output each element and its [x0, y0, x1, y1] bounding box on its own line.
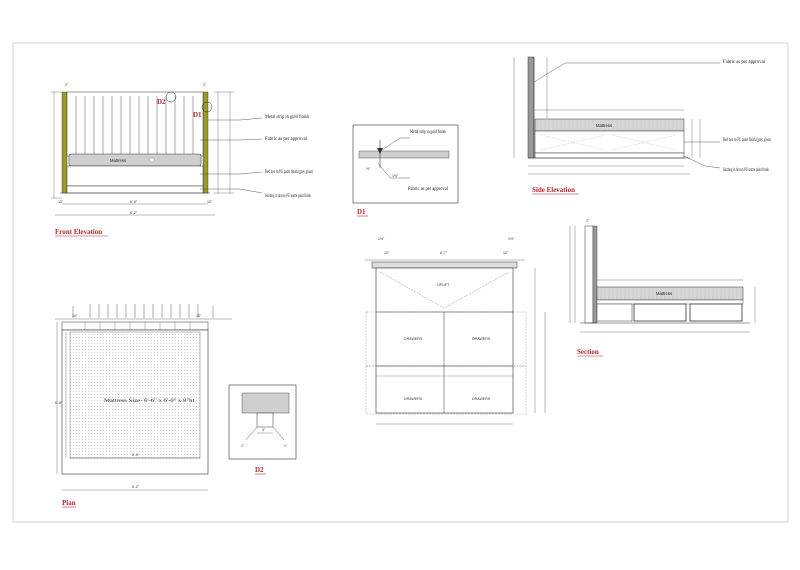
plan-dim-inner-width: 6'-0": [132, 453, 140, 457]
side-headboard: [527, 56, 535, 159]
title-d1: D1: [357, 208, 366, 216]
svg-text:1½": 1½": [392, 174, 399, 178]
front-elevation: Mattress 6'-0" 6'-2" 10" 10" 2" 2" D2 D1: [51, 83, 313, 237]
plan-dim-outer-width: 6'-2": [132, 485, 140, 489]
section: Mattress 2" Section: [569, 219, 756, 357]
sp-outline: [375, 267, 514, 414]
side-mattress-label: Mattress: [596, 123, 612, 128]
detail-d1: 1½" ½" Metal strip in gold finish Fabric…: [352, 124, 459, 217]
mattress: [68, 153, 202, 167]
svg-text:10": 10": [207, 200, 213, 204]
fe-note-fabric: Fabric as per approval: [265, 136, 307, 142]
plan-callout-ticks: [72, 304, 214, 318]
sheet-border: [12, 42, 789, 523]
title-front-elevation: Front Elevation: [55, 228, 102, 236]
fe-note-skirting: Skirting in brown PU matte paint finish: [265, 192, 311, 199]
d1-note-metal: Metal strip in gold finish: [410, 128, 446, 135]
sp-drawer-2: DRAWERS: [472, 337, 491, 341]
d1-frame: [352, 124, 459, 204]
title-d2: D2: [255, 466, 264, 474]
headboard-panels: [75, 96, 194, 156]
sp-drawer-1: DRAWERS: [404, 337, 423, 341]
fe-note-metal: Metal strip in gold finish: [265, 113, 309, 120]
se-note-skirting: Skirting in brown PU matte paint finish: [723, 166, 769, 173]
section-mattress-label: Mattress: [656, 291, 672, 296]
fe-note-bedbox: Bed box in PU paint finish (grey gloss): [265, 168, 313, 175]
svg-text:2": 2": [586, 219, 590, 223]
gold-strip-right: [202, 91, 209, 194]
sp-dim-right: 10": [503, 251, 509, 255]
mattress-label: Mattress: [110, 158, 126, 163]
sp-drawer-3: DRAWERS: [404, 397, 423, 401]
svg-text:2": 2": [65, 83, 69, 87]
section-drawer-left: [633, 303, 687, 322]
d2-frame: [228, 384, 297, 460]
callout-circle-d2: [165, 91, 177, 103]
side-elevation: Mattress Fabric as per approval Bed box …: [513, 56, 771, 195]
bed-box: [66, 165, 204, 187]
d2-dim-width: 4": [262, 428, 266, 432]
sp-headboard: [371, 261, 518, 269]
svg-text:2": 2": [203, 83, 207, 87]
svg-text:6'-2": 6'-2": [130, 211, 138, 215]
d2-dim-right: 1": [284, 444, 288, 448]
plan-mattress-size: Mattress Size- 6'-6" x 6'-0" x 8"ht.: [104, 398, 196, 404]
plan-dim-right: 10": [196, 314, 202, 318]
side-bedbox: [534, 130, 685, 154]
headboard: [66, 91, 204, 157]
d1-note-fabric: Fabric as per approval: [408, 186, 448, 192]
d2-dim-left: 1": [241, 444, 245, 448]
section-drawer-right: [689, 303, 743, 322]
side-skirting: [534, 152, 685, 159]
title-section: Section: [577, 348, 599, 356]
skirting: [66, 185, 204, 194]
plan: 10" 10" Mattress Size- 6'-6" x 6'-0" x 8…: [55, 304, 232, 508]
section-headboard: [584, 225, 594, 324]
gold-strip-left: [61, 91, 68, 194]
se-note-bedbox: Bed box in PU paint finish (grey gloss): [723, 136, 771, 143]
callout-circle-d1: [201, 101, 213, 113]
sp-dim-left: 10": [384, 251, 390, 255]
svg-text:½": ½": [366, 167, 371, 171]
plan-headboard: [61, 321, 209, 331]
svg-text:1½": 1½": [508, 237, 515, 241]
callout-d1: D1: [193, 111, 202, 119]
se-note-fabric: Fabric as per approval: [723, 59, 765, 65]
callout-d2: D2: [157, 98, 166, 106]
svg-text:10": 10": [58, 200, 64, 204]
svg-text:6'-0": 6'-0": [130, 200, 138, 204]
plan-mattress: [69, 331, 201, 459]
title-plan: Plan: [62, 499, 76, 507]
sp-dim-mid: 6'-7": [440, 251, 448, 255]
detail-d2: 4" 1" 1" D2: [228, 384, 297, 475]
storage-plan: 10" 6'-7" 10" 1½" 1½" UPLIFT DRAWERS DRA…: [365, 237, 546, 425]
svg-text:1½": 1½": [378, 237, 385, 241]
sp-drawer-4: DRAWERS: [472, 397, 491, 401]
sp-uplift: UPLIFT: [437, 283, 450, 287]
title-side-elevation: Side Elevation: [532, 186, 575, 194]
plan-dim-height: 6'-8": [55, 401, 63, 405]
plan-dim-left: 10": [72, 314, 78, 318]
